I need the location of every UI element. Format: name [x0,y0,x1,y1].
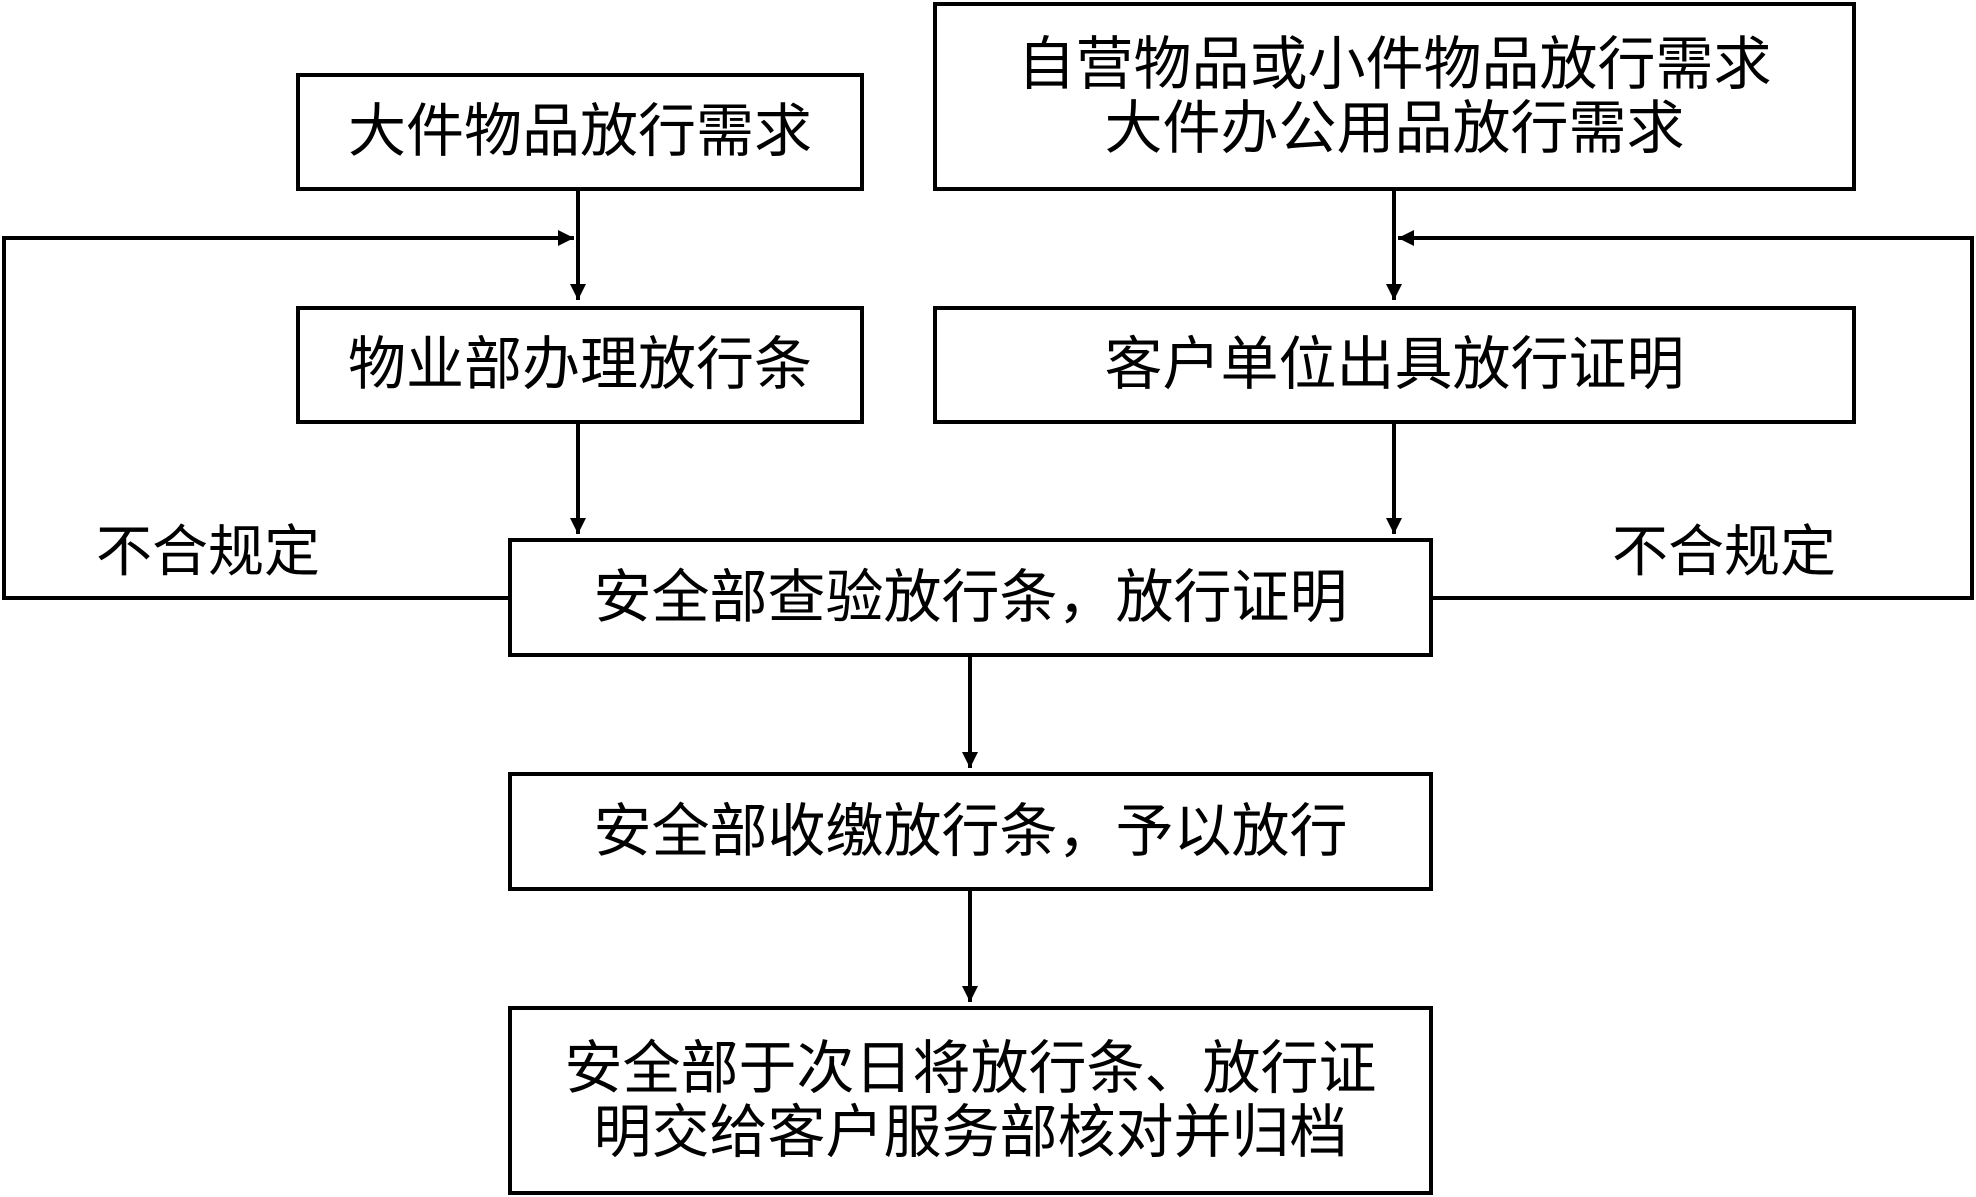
self-run-request-label-line2: 大件办公用品放行需求 [1104,93,1685,162]
right-reject-label: 不合规定 [1612,520,1836,585]
large-item-request-box: 大件物品放行需求 [296,73,864,191]
security-archive-label-line2: 明交给客户服务部核对并归档 [593,1097,1348,1166]
property-dept-pass-box: 物业部办理放行条 [296,306,864,424]
left-reject-loop [2,230,574,600]
self-run-request-box: 自营物品或小件物品放行需求 大件办公用品放行需求 [933,2,1856,191]
security-inspect-label: 安全部查验放行条，放行证明 [593,562,1348,631]
left-reject-label: 不合规定 [96,520,320,585]
security-collect-box: 安全部收缴放行条，予以放行 [508,772,1433,891]
right-reject-loop [1398,230,1974,600]
client-unit-certificate-box: 客户单位出具放行证明 [933,306,1856,424]
security-collect-label: 安全部收缴放行条，予以放行 [593,796,1348,865]
property-dept-pass-label: 物业部办理放行条 [347,330,812,399]
large-item-request-label: 大件物品放行需求 [347,97,812,166]
security-archive-label-line1: 安全部于次日将放行条、放行证 [564,1033,1377,1102]
client-unit-certificate-label: 客户单位出具放行证明 [1104,330,1685,399]
self-run-request-label-line1: 自营物品或小件物品放行需求 [1017,29,1772,98]
security-archive-box: 安全部于次日将放行条、放行证 明交给客户服务部核对并归档 [508,1006,1433,1195]
security-inspect-box: 安全部查验放行条，放行证明 [508,538,1433,657]
